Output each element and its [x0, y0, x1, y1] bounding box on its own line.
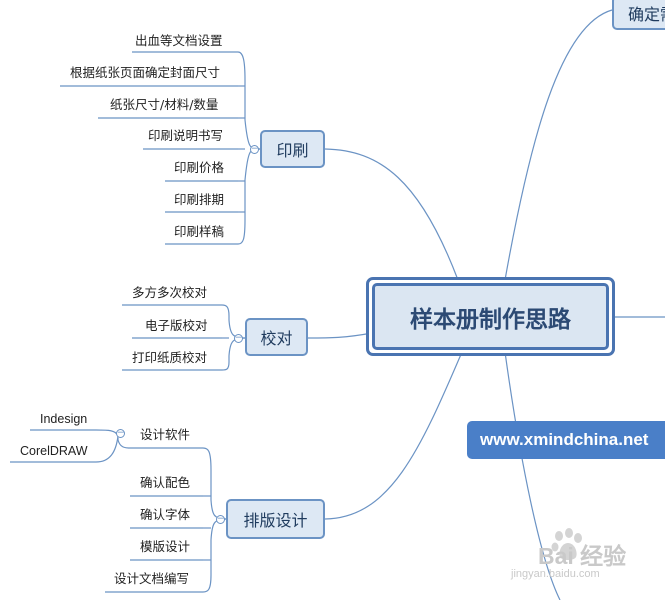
banner-text: www.xmindchina.net — [480, 430, 649, 449]
connector-print-group — [237, 51, 261, 150]
topic-top-right-label: 确定需 — [628, 5, 665, 24]
watermark-main: Bai 经验 — [538, 543, 627, 569]
topic-top-right[interactable]: 确定需 — [612, 0, 665, 30]
collapse-proof-button[interactable]: − — [234, 333, 243, 343]
print-item-7[interactable]: 印刷样稿 — [174, 224, 225, 239]
topic-layout[interactable]: 排版设计 — [226, 499, 325, 539]
print-item-4[interactable]: 印刷说明书写 — [148, 128, 224, 143]
proof-item-1[interactable]: 多方多次校对 — [132, 285, 208, 300]
collapse-software-button[interactable]: − — [116, 428, 125, 438]
layout-item-software[interactable]: 设计软件 — [140, 427, 191, 442]
topic-proof[interactable]: 校对 — [245, 318, 308, 356]
topic-print-label: 印刷 — [276, 141, 309, 160]
xmind-banner[interactable]: www.xmindchina.net — [467, 421, 665, 459]
connector-central-layout — [324, 351, 463, 520]
print-item-6[interactable]: 印刷排期 — [174, 192, 225, 207]
print-item-1[interactable]: 出血等文档设置 — [135, 33, 223, 48]
connector-central-top — [504, 9, 613, 281]
connector-central-proof — [307, 332, 373, 339]
print-item-5[interactable]: 印刷价格 — [174, 160, 225, 175]
connector-print-group-lower — [237, 148, 261, 245]
connector-layout-group — [202, 447, 227, 520]
central-topic[interactable]: 样本册制作思路 — [372, 283, 609, 350]
print-item-2[interactable]: 根据纸张页面确定封面尺寸 — [70, 65, 221, 80]
connector-central-bottom — [504, 351, 561, 600]
layout-item-template[interactable]: 模版设计 — [140, 539, 191, 554]
proof-item-2[interactable]: 电子版校对 — [145, 318, 208, 333]
topic-proof-label: 校对 — [260, 329, 293, 348]
watermark-sub: jingyan.baidu.com — [511, 568, 600, 580]
layout-item-color[interactable]: 确认配色 — [140, 475, 191, 490]
collapse-print-button[interactable]: − — [250, 144, 259, 154]
collapse-layout-button[interactable]: − — [216, 514, 225, 524]
layout-item-doc[interactable]: 设计文档编写 — [114, 571, 190, 586]
connector-central-print — [324, 148, 459, 281]
topic-print[interactable]: 印刷 — [260, 130, 325, 168]
connector-layout-group-lower — [202, 518, 227, 593]
layout-item-font[interactable]: 确认字体 — [140, 507, 191, 522]
baidu-paw-logo — [551, 528, 582, 560]
proof-item-3[interactable]: 打印纸质校对 — [132, 350, 208, 365]
print-item-3[interactable]: 纸张尺寸/材料/数量 — [110, 97, 219, 112]
software-coreldraw[interactable]: CorelDRAW — [20, 444, 88, 458]
topic-layout-label: 排版设计 — [243, 511, 308, 530]
software-indesign[interactable]: Indesign — [40, 412, 88, 426]
